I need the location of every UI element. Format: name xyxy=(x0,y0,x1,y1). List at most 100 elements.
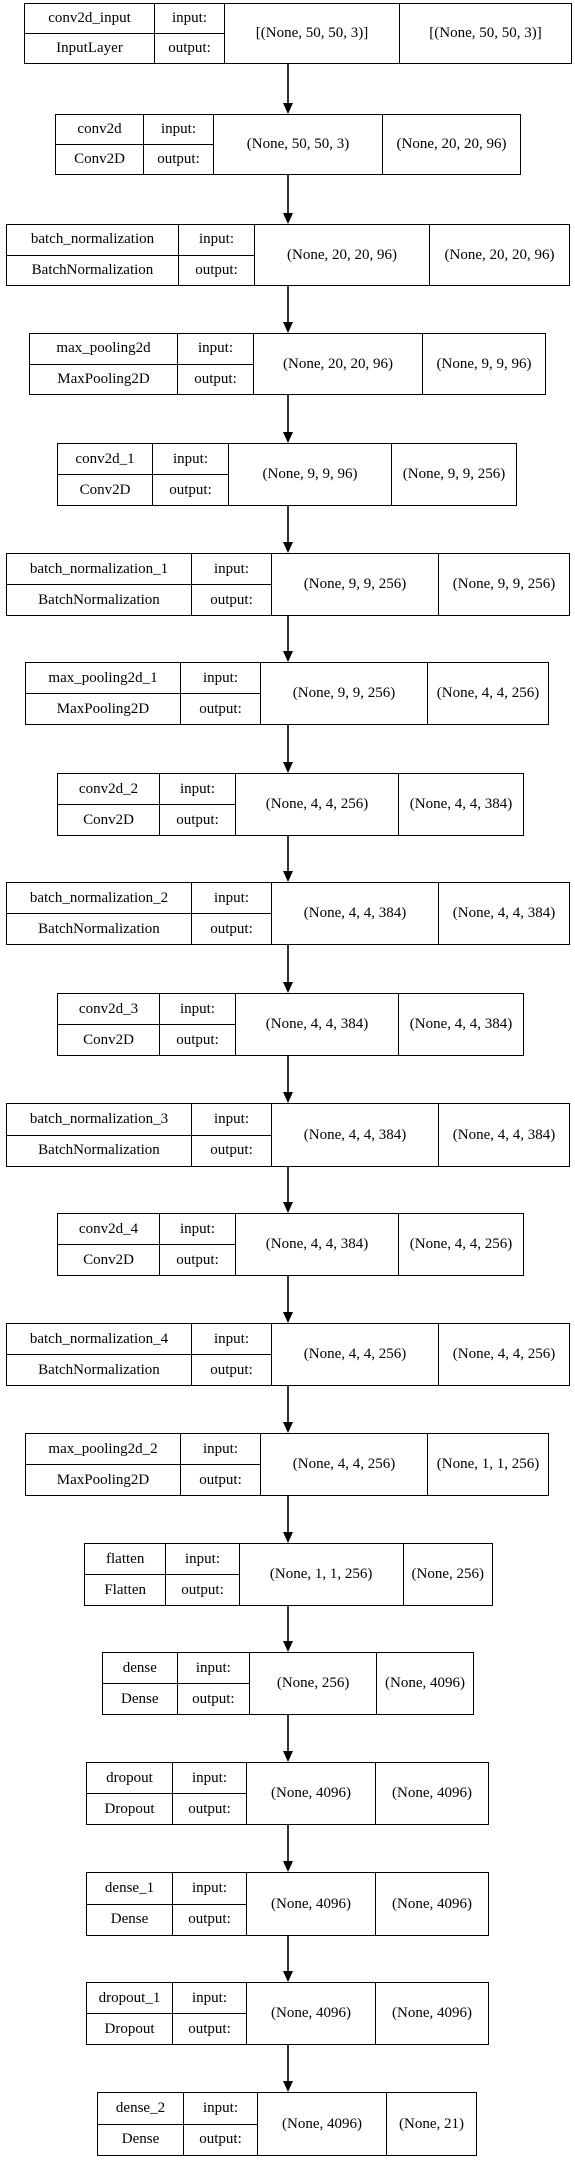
layer-name: dense xyxy=(103,1653,177,1684)
output-label: output: xyxy=(157,151,200,167)
input-shape: (None, 4096) xyxy=(258,2093,387,2155)
output-label: output: xyxy=(210,920,253,937)
arrow-head-icon xyxy=(283,103,293,114)
layer-type: BatchNormalization xyxy=(38,920,160,937)
layer-type: Conv2D xyxy=(83,811,134,828)
output-label: output: xyxy=(210,1142,253,1159)
arrow-head-icon xyxy=(283,871,293,882)
input-shape: (None, 4096) xyxy=(247,1873,376,1935)
input-shape: (None, 50, 50, 3) xyxy=(214,115,383,174)
arrow-head-icon xyxy=(283,762,293,773)
input-label: input: xyxy=(160,774,235,805)
output-label: output: xyxy=(188,1911,231,1928)
input-label: input: xyxy=(153,444,228,475)
arrow-head-icon xyxy=(283,982,293,993)
output-label: output: xyxy=(199,1471,242,1488)
output-label: output: xyxy=(210,591,253,608)
input-shape: (None, 9, 9, 96) xyxy=(229,444,392,505)
arrow-head-icon xyxy=(283,542,293,553)
layer-name: dense_1 xyxy=(87,1873,172,1905)
layer-type: Dense xyxy=(121,1690,159,1707)
arrow-head-icon xyxy=(283,213,293,224)
input-shape: (None, 4096) xyxy=(247,1763,376,1824)
output-shape: (None, 4, 4, 256) xyxy=(409,1236,513,1252)
layer-name: dropout_1 xyxy=(87,1983,172,2014)
layer-type: BatchNormalization xyxy=(38,591,160,608)
output-shape: (None, 1, 1, 256) xyxy=(436,1456,540,1472)
input-shape: (None, 1, 1, 256) xyxy=(240,1544,404,1605)
input-shape: (None, 9, 9, 256) xyxy=(272,554,439,615)
output-shape: (None, 9, 9, 256) xyxy=(402,466,506,482)
input-label: input: xyxy=(184,2093,257,2125)
layer-name: max_pooling2d_1 xyxy=(26,663,180,694)
input-label: input: xyxy=(192,1104,271,1136)
arrow-head-icon xyxy=(283,322,293,333)
arrow-head-icon xyxy=(283,1422,293,1433)
layer-type: Dense xyxy=(110,1911,149,1928)
layer-type: MaxPooling2D xyxy=(57,370,150,387)
layer-name: conv2d_1 xyxy=(58,444,152,475)
layer-name: batch_normalization_2 xyxy=(7,883,191,914)
layer-type: Conv2D xyxy=(83,1031,134,1048)
arrow-head-icon xyxy=(283,2081,293,2092)
arrow-head-icon xyxy=(283,432,293,443)
output-label: output: xyxy=(188,2020,231,2037)
input-label: input: xyxy=(181,1434,260,1465)
input-label: input: xyxy=(192,883,271,914)
layer-type: BatchNormalization xyxy=(38,1361,160,1378)
output-shape: (None, 256) xyxy=(411,1566,484,1582)
output-shape: (None, 20, 20, 96) xyxy=(396,136,507,152)
input-shape: (None, 9, 9, 256) xyxy=(261,663,428,724)
input-label: input: xyxy=(160,1214,235,1245)
input-label: input: xyxy=(160,994,235,1025)
input-label: input: xyxy=(179,225,254,256)
input-shape: (None, 4, 4, 384) xyxy=(272,1104,439,1166)
input-label: input: xyxy=(144,115,213,145)
input-shape: (None, 4, 4, 256) xyxy=(261,1434,428,1495)
layer-name: dense_2 xyxy=(98,2093,183,2125)
output-label: output: xyxy=(195,261,238,278)
input-shape: (None, 4, 4, 384) xyxy=(236,1214,399,1275)
arrow-head-icon xyxy=(283,1532,293,1543)
output-shape: (None, 4096) xyxy=(385,1675,465,1691)
layer-type: Conv2D xyxy=(74,151,125,167)
output-label: output: xyxy=(169,481,212,498)
layer-name: conv2d xyxy=(56,115,143,145)
arrow-head-icon xyxy=(283,651,293,662)
layer-name: batch_normalization_3 xyxy=(7,1104,191,1136)
input-shape: (None, 4096) xyxy=(247,1983,376,2044)
arrow-head-icon xyxy=(283,1202,293,1213)
input-label: input: xyxy=(178,334,253,365)
output-label: output: xyxy=(192,1690,235,1707)
layer-name: conv2d_input xyxy=(25,4,154,34)
output-shape: (None, 4096) xyxy=(392,1895,472,1912)
output-shape: (None, 4, 4, 384) xyxy=(452,905,556,921)
output-shape: (None, 9, 9, 96) xyxy=(436,355,532,372)
layer-type: Flatten xyxy=(104,1581,146,1598)
arrow-head-icon xyxy=(283,1751,293,1762)
input-label: input: xyxy=(192,1324,271,1355)
layer-type: Dropout xyxy=(104,1800,155,1817)
layer-name: max_pooling2d xyxy=(30,334,177,365)
output-shape: (None, 4, 4, 256) xyxy=(452,1346,556,1362)
arrow-head-icon xyxy=(283,1092,293,1103)
output-label: output: xyxy=(181,1581,224,1598)
layer-type: BatchNormalization xyxy=(31,261,154,278)
layer-type: Conv2D xyxy=(83,1251,134,1268)
layer-name: max_pooling2d_2 xyxy=(26,1434,180,1465)
layer-type: BatchNormalization xyxy=(38,1142,160,1159)
input-label: input: xyxy=(192,554,271,585)
output-shape: (None, 9, 9, 256) xyxy=(452,576,556,592)
layer-name: batch_normalization xyxy=(7,225,178,256)
output-shape: (None, 4, 4, 384) xyxy=(409,796,513,812)
